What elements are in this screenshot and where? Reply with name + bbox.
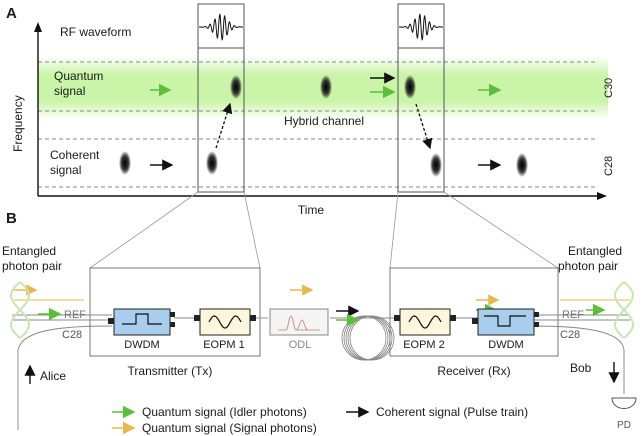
eopm1-label: EOPM 1	[203, 339, 245, 351]
dwdm-tx-box	[113, 308, 171, 336]
eopm1-port-r	[250, 315, 256, 321]
panel-b: B	[2, 210, 637, 431]
dwdm-rx-port-r2	[534, 322, 539, 327]
eopm1-sine-icon	[208, 315, 242, 329]
entangled-right-2: photon pair	[558, 259, 618, 273]
c28-left-label: C28	[62, 329, 82, 341]
receiver-box	[389, 267, 559, 357]
panel-a: A Frequency Time RF waveform Quantum sig…	[6, 3, 615, 217]
rf-wavelet-tx	[199, 13, 243, 41]
odl-pulse-icon-1	[278, 315, 320, 331]
entangled-loop-left-2	[10, 281, 30, 339]
pulse-quantum-3	[404, 75, 416, 99]
coherent-signal-label-1: Coherent	[50, 148, 100, 162]
ref-right-label: REF	[562, 309, 584, 321]
transmitter-box	[89, 267, 261, 357]
x-axis-label: Time	[298, 203, 325, 217]
dwdm-tx-port-l	[108, 318, 114, 324]
hybrid-channel-label: Hybrid channel	[284, 114, 364, 128]
dwdm-tx-port-r2	[170, 322, 175, 327]
receiver-label: Receiver (Rx)	[437, 364, 510, 378]
rf-wavelet-rx	[399, 13, 443, 41]
transmitter-label: Transmitter (Tx)	[128, 364, 213, 378]
pulse-coherent-3	[430, 153, 442, 177]
fiber-spool	[341, 315, 395, 361]
entangled-right-1: Entangled	[568, 244, 622, 258]
c28-right-label: C28	[560, 329, 580, 341]
entangled-left-2: photon pair	[2, 259, 62, 273]
time-window-tx	[197, 3, 245, 193]
alice-label: Alice	[40, 369, 66, 383]
eopm1-port-l	[194, 315, 200, 321]
legend: Quantum signal (Idler photons) Quantum s…	[112, 405, 528, 435]
dwdm-rx-label: DWDM	[488, 339, 523, 351]
legend-signal-text: Quantum signal (Signal photons)	[142, 421, 317, 435]
dwdm-rx-port-l	[472, 318, 478, 324]
eopm2-port-l	[394, 315, 400, 321]
odl-label: ODL	[289, 339, 312, 351]
dwdm-rx-port-r	[534, 312, 539, 317]
entangled-loop-right-2	[614, 281, 634, 339]
dwdm-tx-filter-icon	[122, 313, 162, 325]
arrow-shift-down	[415, 103, 433, 150]
pulse-quantum-2	[320, 75, 332, 99]
pulse-quantum-1	[230, 75, 242, 99]
y-axis-label: Frequency	[11, 95, 25, 152]
dwdm-rx-filter-icon	[484, 315, 526, 327]
band-c30-label: C30	[603, 78, 615, 98]
legend-idler-text: Quantum signal (Idler photons)	[142, 405, 307, 419]
pulse-coherent-1	[119, 151, 131, 175]
coherent-signal-label-2: signal	[50, 163, 81, 177]
band-c28-label: C28	[603, 156, 615, 176]
photodetector-icon	[611, 397, 637, 409]
eopm2-port-r	[450, 315, 456, 321]
pulse-coherent-2	[206, 151, 218, 175]
rf-waveform-label: RF waveform	[60, 25, 131, 39]
arrow-shift-up	[215, 102, 233, 149]
legend-coherent-text: Coherent signal (Pulse train)	[376, 405, 528, 419]
pd-label: PD	[617, 420, 631, 431]
x-axis-arrowhead	[597, 192, 607, 200]
quantum-signal-label-1: Quantum	[54, 69, 103, 83]
dwdm-tx-port-r	[170, 312, 175, 317]
eopm2-box	[399, 308, 451, 336]
ref-left-label: REF	[64, 309, 86, 321]
zoom-projection-lines	[89, 191, 559, 269]
panel-a-label: A	[6, 5, 17, 22]
pulse-coherent-4	[516, 153, 528, 177]
eopm2-label: EOPM 2	[403, 339, 445, 351]
eopm2-sine-icon	[408, 315, 442, 329]
band-dashed-lines	[38, 61, 598, 188]
y-axis-arrowhead	[34, 22, 42, 32]
dwdm-tx-label: DWDM	[124, 339, 159, 351]
time-window-rx	[397, 3, 445, 193]
odl-box	[269, 308, 329, 336]
bob-label: Bob	[570, 361, 592, 375]
panel-b-label: B	[6, 210, 17, 227]
entangled-left-1: Entangled	[2, 244, 56, 258]
dwdm-rx-box	[477, 308, 535, 336]
quantum-signal-label-2: signal	[54, 84, 85, 98]
eopm1-box	[199, 308, 251, 336]
odl-pulse-icon-2	[295, 319, 309, 331]
